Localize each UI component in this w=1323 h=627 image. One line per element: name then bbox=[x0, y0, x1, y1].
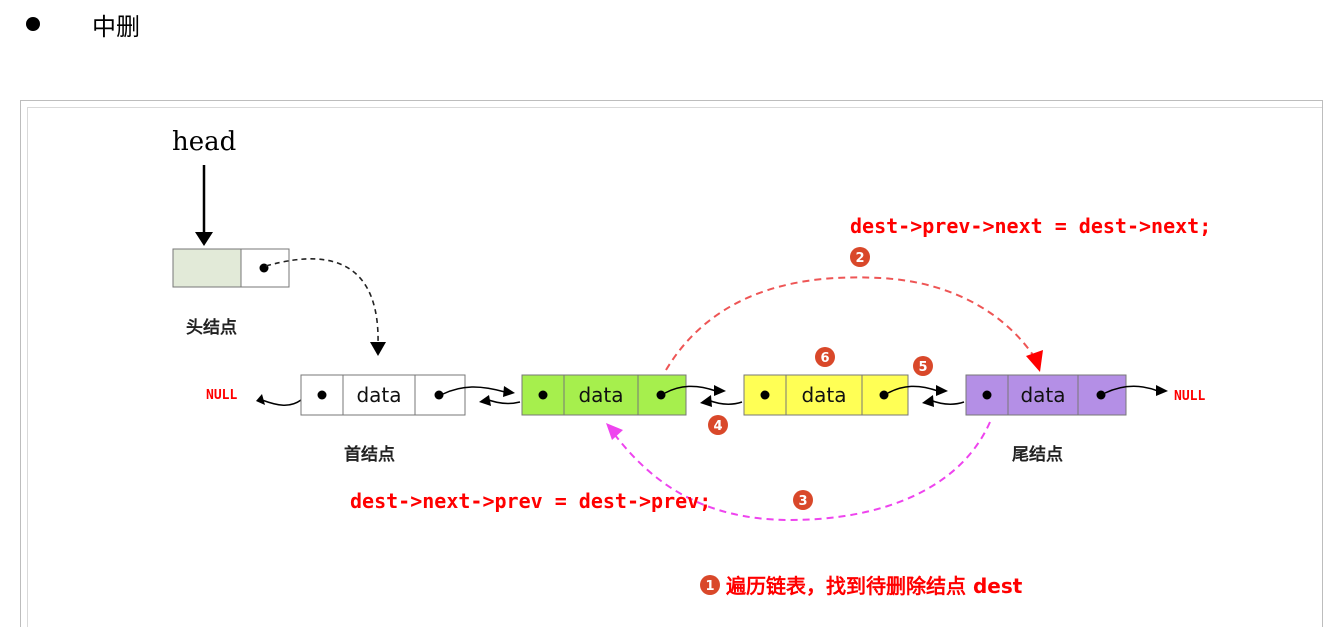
step1-caption: 遍历链表，找到待删除结点 dest bbox=[725, 574, 1023, 598]
prev-next-reassign-arc bbox=[665, 276, 1036, 371]
step-badge-5: 5 bbox=[913, 356, 933, 376]
svg-text:5: 5 bbox=[918, 360, 927, 375]
first-node bbox=[300, 374, 466, 416]
first-prev-pointer bbox=[261, 399, 302, 406]
code-top: dest->prev->next = dest->next; bbox=[850, 214, 1211, 238]
yellow-next-arrowhead bbox=[936, 385, 948, 396]
yellow-prev-link bbox=[707, 399, 743, 405]
first-node-label: 首结点 bbox=[344, 444, 395, 465]
svg-text:2: 2 bbox=[855, 251, 864, 266]
null-right-label: NULL bbox=[1174, 389, 1205, 404]
head-next-arrowhead bbox=[370, 342, 386, 356]
null-left-label: NULL bbox=[206, 388, 237, 403]
next-prev-reassign-arrowhead bbox=[606, 423, 623, 440]
first-next-arrowhead bbox=[503, 386, 515, 397]
null-left-arrowhead bbox=[256, 394, 265, 405]
head-node bbox=[172, 248, 290, 288]
svg-text:4: 4 bbox=[713, 419, 722, 434]
green-node-data: data bbox=[578, 383, 623, 407]
yellow-prev-arrowhead bbox=[700, 395, 712, 407]
head-next-pointer bbox=[265, 258, 379, 346]
step-badge-4: 4 bbox=[708, 415, 728, 435]
tail-node-data: data bbox=[1020, 383, 1065, 407]
svg-text:1: 1 bbox=[705, 579, 714, 594]
first-next-link bbox=[442, 386, 506, 395]
green-node bbox=[521, 374, 687, 416]
green-prev-link bbox=[485, 398, 521, 405]
yellow-node bbox=[743, 374, 909, 416]
bullet-heading: 中删 bbox=[14, 4, 140, 44]
svg-text:6: 6 bbox=[820, 351, 829, 366]
bullet-dot bbox=[26, 17, 40, 31]
step-badge-6: 6 bbox=[815, 347, 835, 367]
diagram-inner-frame bbox=[27, 107, 1322, 627]
green-prev-arrowhead bbox=[479, 395, 491, 406]
step-badge-2: 2 bbox=[850, 247, 870, 267]
tail-next-pointer bbox=[1104, 385, 1159, 394]
svg-text:3: 3 bbox=[798, 494, 807, 509]
section-heading: 中删 bbox=[92, 12, 140, 41]
prev-next-reassign-arrowhead bbox=[1026, 350, 1043, 372]
green-next-link bbox=[664, 385, 717, 394]
green-next-arrowhead bbox=[714, 385, 726, 396]
step-badge-1: 1 bbox=[700, 575, 720, 595]
purple-prev-arrowhead bbox=[922, 395, 934, 407]
next-prev-reassign-arc bbox=[614, 421, 991, 522]
tail-node-label: 尾结点 bbox=[1012, 444, 1063, 465]
head-arrowhead bbox=[195, 232, 213, 246]
yellow-node-data: data bbox=[801, 383, 846, 407]
null-right-arrowhead bbox=[1156, 385, 1168, 396]
yellow-next-link bbox=[887, 385, 939, 394]
step-badge-3: 3 bbox=[793, 490, 813, 510]
tail-node bbox=[965, 374, 1127, 416]
head-node-label: 头结点 bbox=[186, 317, 237, 338]
code-bottom: dest->next->prev = dest->prev; bbox=[350, 489, 711, 513]
first-node-data: data bbox=[356, 383, 401, 407]
purple-prev-link bbox=[929, 399, 965, 405]
head-label: head bbox=[172, 127, 236, 157]
